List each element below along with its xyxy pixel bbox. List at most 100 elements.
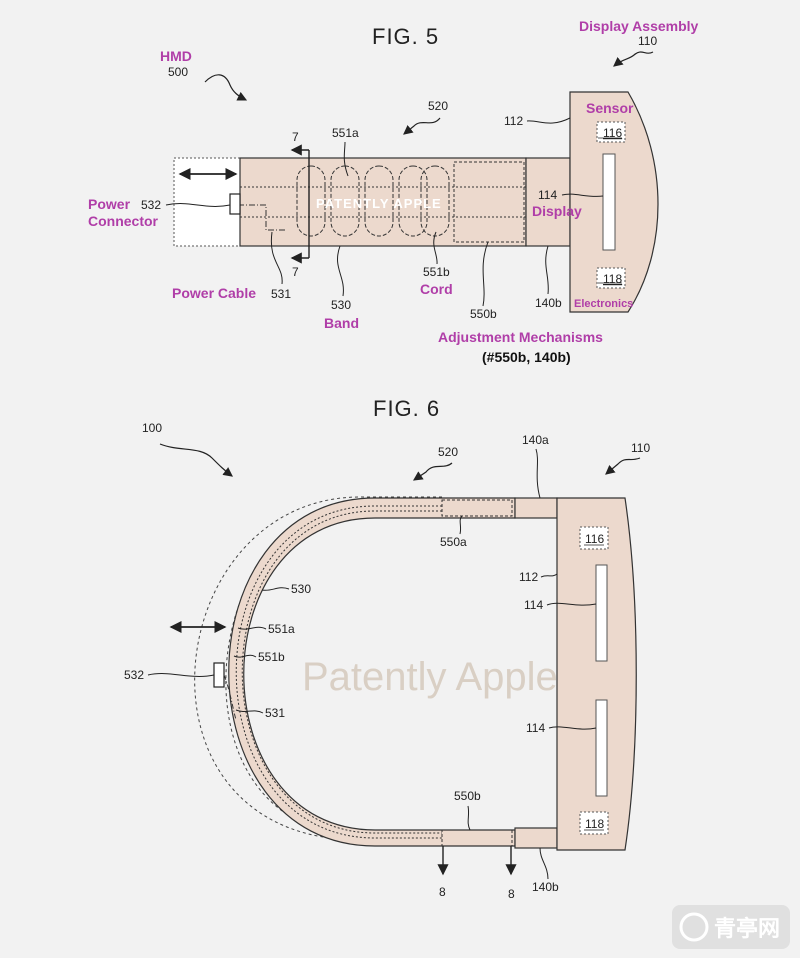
fig5: FIG. 5 HMD 500 Display Assembly 110 <box>88 18 699 365</box>
fig6-ref-530: 530 <box>291 582 311 596</box>
fig6-110-arrow <box>605 457 641 475</box>
fig6-ref-140a: 140a <box>522 433 549 447</box>
fig6-532-leader <box>147 673 215 677</box>
fig5-ref-550b: 550b <box>470 307 497 321</box>
fig5-550b-leader <box>482 241 489 307</box>
fig6-display-housing <box>556 497 637 851</box>
fig6-title: FIG. 6 <box>373 396 440 421</box>
fig6-ref-8-right: 8 <box>508 887 515 901</box>
fig6-segment-140b <box>514 827 558 849</box>
fig6-ref-531: 531 <box>265 706 285 720</box>
fig5-electronics-ref: 118 <box>603 272 622 286</box>
fig6-ref-8-left: 8 <box>439 885 446 899</box>
fig6-power-connector <box>213 662 225 688</box>
fig6-100-arrow <box>159 443 233 477</box>
fig5-530-leader <box>337 245 344 297</box>
fig5-ref-551b: 551b <box>423 265 450 279</box>
fig5-ref-112: 112 <box>504 114 523 128</box>
fig6-ref-112: 112 <box>519 570 538 584</box>
fig6-ref-140b: 140b <box>532 880 559 894</box>
fig6-114-bottom-leader <box>548 726 597 730</box>
fig5-520-arrow <box>403 117 441 135</box>
fig5-band-label: Band <box>324 315 359 331</box>
fig5-cord-label: Cord <box>420 281 453 297</box>
fig5-sensor-ref: 116 <box>603 126 622 140</box>
fig5-adjuster-550b <box>453 161 525 243</box>
fig5-114-leader <box>561 193 604 197</box>
fig5-cord-loop <box>296 165 326 237</box>
fig6-ref-114-top: 114 <box>524 598 543 612</box>
fig5-sensor-box <box>596 121 626 143</box>
fig5-ref-140b: 140b <box>535 296 562 310</box>
fig6-ref-118: 118 <box>585 817 604 831</box>
display-assembly-label: Display Assembly <box>579 18 699 34</box>
fig5-ref-530: 530 <box>331 298 351 312</box>
fig5-112-leader <box>526 117 571 124</box>
fig6-display-panel-bottom <box>595 699 608 797</box>
fig6-551b-leader <box>233 654 257 658</box>
fig6-114-top-leader <box>546 602 597 606</box>
fig6: FIG. 6 100 116 118 <box>124 396 650 901</box>
site-badge-text: 青亭网 <box>714 916 780 942</box>
fig6-ref-550a: 550a <box>440 535 467 549</box>
fig5-ref-551a: 551a <box>332 126 359 140</box>
fig6-extension-arc-outer <box>194 496 442 841</box>
fig5-ref-531: 531 <box>271 287 291 301</box>
display-assembly-ref: 110 <box>638 34 657 48</box>
fig6-adjuster-550a <box>441 499 513 517</box>
fig5-display-panel <box>602 153 616 251</box>
fig5-ref-7-top: 7 <box>292 130 299 144</box>
hmd-ref: 500 <box>168 65 188 79</box>
fig6-watermark: Patently Apple <box>302 655 558 699</box>
display-assembly-leader-arrow <box>613 51 654 67</box>
site-badge: 青亭网 <box>672 905 790 949</box>
fig6-ref-532: 532 <box>124 668 144 682</box>
fig6-140b-leader <box>539 847 549 880</box>
fig6-power-cable <box>223 674 237 721</box>
fig5-adjustment-label: Adjustment Mechanisms <box>438 329 603 345</box>
fig5-title: FIG. 5 <box>372 24 439 49</box>
fig6-ref-110: 110 <box>631 441 650 455</box>
fig5-adjustment-refs: (#550b, 140b) <box>482 349 571 365</box>
fig6-sensor-box <box>579 526 609 550</box>
fig5-power-connector-line2: Connector <box>88 213 159 229</box>
fig6-520-arrow <box>413 462 453 481</box>
fig5-sensor-label: Sensor <box>586 100 634 116</box>
fig5-551b-leader <box>433 231 438 265</box>
fig5-watermark: PATENTLY APPLE <box>316 196 442 211</box>
fig5-cord-loop <box>398 165 428 237</box>
fig6-cord-551a <box>235 505 442 839</box>
fig5-power-cable-path <box>238 204 286 231</box>
fig6-551a-leader <box>237 626 267 630</box>
fig6-ref-116: 116 <box>585 532 604 546</box>
fig6-adjuster-550b <box>441 829 513 847</box>
hmd-label: HMD <box>160 48 192 64</box>
fig5-segment-140b <box>525 157 571 247</box>
fig6-cord-551b <box>241 510 442 834</box>
fig6-531-leader <box>235 709 264 714</box>
fig5-532-leader <box>165 203 231 207</box>
fig5-ref-114: 114 <box>538 188 557 202</box>
fig6-segment-140a <box>514 497 558 519</box>
fig5-cord-loop <box>364 165 394 237</box>
fig6-ref-550b: 550b <box>454 789 481 803</box>
fig5-band <box>239 157 527 247</box>
fig6-530-leader <box>261 587 290 591</box>
hmd-leader-arrow <box>204 74 248 101</box>
fig6-ref-551b: 551b <box>258 650 285 664</box>
site-badge-logo-icon <box>679 912 709 942</box>
fig5-140b-leader <box>545 245 549 295</box>
fig5-531-leader <box>270 231 283 285</box>
fig5-ref-520: 520 <box>428 99 448 113</box>
fig6-ref-551a: 551a <box>268 622 295 636</box>
fig6-112-leader <box>540 573 558 578</box>
fig6-ref-520: 520 <box>438 445 458 459</box>
fig5-power-connector <box>229 193 241 215</box>
fig5-ref-532: 532 <box>141 198 161 212</box>
fig5-power-cable-label: Power Cable <box>172 285 256 301</box>
fig6-electronics-box <box>579 811 609 835</box>
fig5-power-connector-line1: Power <box>88 196 131 212</box>
fig6-550a-leader <box>459 515 463 535</box>
